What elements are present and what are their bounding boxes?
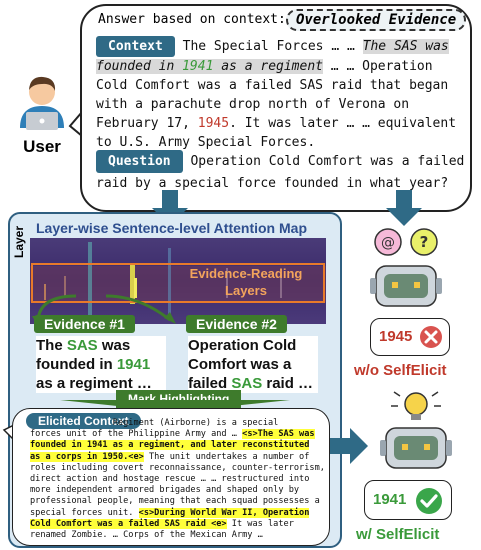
correct-icon — [416, 488, 442, 514]
elicited-context-line: forces unit of the Philippine Army and …… — [30, 429, 315, 440]
evidence-2-tag: Evidence #2 — [186, 315, 287, 333]
attention-map-title: Layer-wise Sentence-level Attention Map — [36, 220, 307, 236]
user-label: User — [23, 137, 61, 156]
confused-robot-icon: @ ? — [370, 228, 442, 307]
context-tag: Context — [96, 36, 175, 57]
selfelicit-answer: 1941 — [373, 491, 407, 508]
layer-axis-label: Layer — [12, 225, 26, 258]
elicited-context-line: renamed Zombie. … Corps of the Mexican A… — [30, 530, 263, 541]
svg-text:@: @ — [381, 235, 395, 251]
evidence-1-text: The SAS was founded in 1941 as a regimen… — [36, 336, 166, 393]
baseline-answer-bubble: 1945 — [370, 318, 450, 356]
prompt-bubble: Answer based on context: Overlooked Evid… — [80, 4, 472, 212]
elicited-context-line: roles including covert reconnaissance, c… — [30, 462, 325, 473]
bubble-tail — [68, 111, 83, 137]
elicited-context-line: as a corps in 1950.<e> The unit undertak… — [30, 451, 310, 462]
mark-highlighting-arrow — [60, 400, 290, 412]
right-arrow — [330, 428, 368, 464]
selfelicit-answer-bubble: 1941 — [364, 480, 452, 520]
overlooked-evidence-badge: Overlooked Evidence — [286, 9, 467, 31]
elicited-context-line: more independent armored brigades and sh… — [30, 485, 300, 496]
elicited-context-line: Regiment (Airborne) is a special — [30, 418, 279, 428]
question-tag: Question — [96, 150, 183, 173]
elicited-context-line: founded in 1941 as a regiment, and later… — [30, 440, 310, 451]
evidence-reading-layers-label: Evidence-Reading Layers — [189, 266, 303, 298]
elicited-context-line: direct action and hostage rescue … … res… — [30, 474, 310, 485]
baseline-label: w/o SelfElicit — [354, 362, 447, 379]
elicited-context-tag: Elicited Context — [26, 412, 141, 430]
svg-text:?: ? — [420, 233, 429, 251]
context-block: Context The Special Forces … … The SAS w… — [96, 36, 466, 152]
elicited-context-line: special forces unit. <s>During World War… — [30, 507, 310, 518]
evidence-2-text: Operation Cold Comfort was a failed SAS … — [188, 336, 318, 393]
selfelicit-label: w/ SelfElicit — [356, 526, 440, 543]
wrong-icon — [420, 326, 442, 348]
evidence-card-1: Evidence #1 — [34, 315, 135, 334]
prompt-intro: Answer based on context: — [98, 12, 286, 27]
elicited-context-line: professional people, meaning that each s… — [30, 496, 320, 507]
evidence-1-tag: Evidence #1 — [34, 315, 135, 333]
baseline-answer: 1945 — [379, 328, 413, 345]
user-avatar: User — [12, 70, 72, 156]
elicited-context-line: Cold Comfort was a failed SAS raid <e> I… — [30, 518, 294, 529]
attention-heatmap — [30, 238, 326, 324]
idea-robot-icon — [380, 391, 452, 469]
evidence-card-2: Evidence #2 — [186, 315, 287, 334]
down-arrow-right — [386, 190, 422, 226]
user-icon — [20, 76, 64, 130]
question-block: Question Operation Cold Comfort was a fa… — [96, 150, 466, 194]
